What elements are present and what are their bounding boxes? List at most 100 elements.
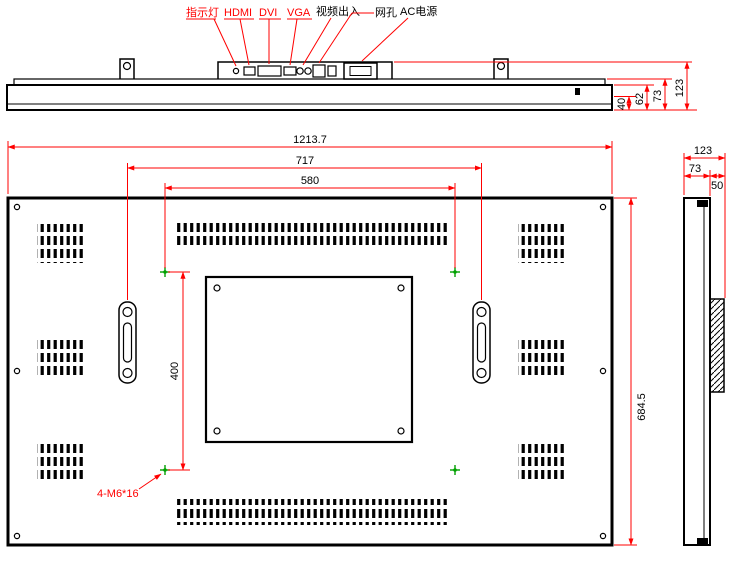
connector-labels: 指示灯 HDMI DVI VGA 视频出入 网孔 AC电源 bbox=[186, 4, 437, 67]
dim-62-value: 62 bbox=[634, 93, 646, 105]
rail-hole-bottom bbox=[476, 367, 487, 379]
mount-rail-right bbox=[472, 301, 491, 384]
plate-screw bbox=[213, 284, 221, 292]
rail-hole-top bbox=[122, 306, 133, 318]
dvi-port bbox=[257, 65, 282, 77]
dim-side-front: 50 bbox=[709, 173, 726, 192]
rail-slot bbox=[122, 322, 133, 363]
side-connector-bump bbox=[709, 298, 725, 393]
side-body bbox=[683, 197, 711, 546]
screw-note: 4-M6*16 bbox=[97, 473, 162, 500]
dim-73: 73 bbox=[607, 78, 672, 111]
dim-side-depth-value: 123 bbox=[694, 145, 712, 157]
leader-line bbox=[289, 18, 298, 66]
usb-port bbox=[327, 65, 337, 77]
rear-view-dimensions: 1213.7 717 580 400 684.5 4-M6 bbox=[7, 134, 648, 546]
lan-port bbox=[312, 64, 326, 78]
corner-screw bbox=[13, 532, 21, 540]
video-jack-1 bbox=[296, 67, 304, 75]
label-dvi: DVI bbox=[259, 7, 281, 64]
label-video-io: 视频出入 bbox=[302, 4, 360, 66]
label-hdmi: HDMI bbox=[224, 7, 254, 66]
side-bottom-block bbox=[697, 538, 708, 545]
lan-label: 网孔 bbox=[375, 6, 397, 19]
vent-left-mid bbox=[37, 337, 85, 376]
dim-side-back: 73 bbox=[683, 163, 711, 196]
rail-slot bbox=[476, 322, 487, 363]
label-lan: 网孔 bbox=[318, 6, 397, 64]
vesa-hole-bottom-right bbox=[450, 465, 460, 475]
corner-screw bbox=[599, 203, 607, 211]
dim-total-width-value: 1213.7 bbox=[293, 134, 327, 146]
vent-left-top bbox=[37, 224, 85, 263]
leader-line bbox=[138, 473, 162, 490]
ac-power-label: AC电源 bbox=[400, 4, 437, 18]
top-view bbox=[6, 58, 613, 111]
leader-line bbox=[361, 17, 409, 62]
leader-line bbox=[318, 12, 353, 64]
corner-screw bbox=[599, 532, 607, 540]
dim-vesa-height-value: 400 bbox=[169, 362, 181, 380]
vent-bottom-strip bbox=[174, 499, 450, 525]
vga-port bbox=[283, 66, 297, 76]
hole-dot bbox=[453, 468, 457, 472]
dim-total-width: 1213.7 bbox=[7, 134, 613, 194]
dim-mount-width-value: 717 bbox=[296, 155, 314, 167]
dim-123-value: 123 bbox=[674, 79, 686, 97]
detail-tick bbox=[575, 88, 580, 95]
top-view-dimensions: 40 62 73 123 bbox=[394, 61, 697, 111]
screw-note-text: 4-M6*16 bbox=[97, 488, 139, 500]
label-vga: VGA bbox=[287, 7, 312, 66]
dim-123-depth: 123 bbox=[394, 61, 692, 111]
top-body bbox=[6, 84, 613, 111]
dim-total-height-value: 684.5 bbox=[636, 393, 648, 421]
label-ac-power: AC电源 bbox=[361, 4, 437, 62]
side-top-block bbox=[697, 200, 708, 207]
dim-mount-width: 717 bbox=[127, 155, 482, 300]
indicator-led bbox=[232, 67, 240, 75]
hanger-hole-left bbox=[122, 61, 132, 71]
dim-73-value: 73 bbox=[652, 90, 664, 102]
dim-side-back-value: 73 bbox=[689, 163, 701, 175]
edge-screw bbox=[599, 367, 607, 375]
plate-screw bbox=[397, 427, 405, 435]
hole-dot bbox=[163, 270, 167, 274]
video-io-label: 视频出入 bbox=[316, 4, 360, 18]
vent-right-top bbox=[518, 224, 566, 263]
leader-line bbox=[213, 18, 237, 67]
ac-inlet-inner bbox=[349, 66, 372, 76]
hole-dot bbox=[453, 270, 457, 274]
dim-40: 40 bbox=[614, 96, 636, 111]
hole-dot bbox=[163, 468, 167, 472]
vent-right-mid bbox=[518, 337, 566, 376]
dim-vesa-width-value: 580 bbox=[301, 175, 319, 187]
plate-screw bbox=[213, 427, 221, 435]
video-jack-2 bbox=[304, 67, 312, 75]
dim-40-value: 40 bbox=[616, 98, 628, 110]
side-view bbox=[683, 197, 725, 546]
mount-rail-left bbox=[118, 301, 137, 384]
leader-line bbox=[302, 17, 332, 66]
vent-top-strip bbox=[174, 221, 450, 247]
rear-view bbox=[6, 196, 614, 547]
hdmi-port bbox=[243, 66, 256, 76]
dim-vesa-width: 580 bbox=[164, 175, 456, 268]
dvi-label: DVI bbox=[259, 7, 277, 19]
hanger-hole-right bbox=[496, 61, 506, 71]
indicator-label: 指示灯 bbox=[186, 5, 219, 19]
vent-left-bottom bbox=[37, 443, 85, 482]
dim-vesa-height: 400 bbox=[168, 271, 190, 471]
center-plate bbox=[204, 275, 414, 444]
hdmi-label: HDMI bbox=[224, 7, 252, 19]
dim-side-front-value: 50 bbox=[711, 180, 723, 192]
side-view-dimensions: 123 73 50 bbox=[683, 145, 726, 298]
vent-right-bottom bbox=[518, 443, 566, 482]
plate-screw bbox=[397, 284, 405, 292]
vesa-hole-top-right bbox=[450, 267, 460, 277]
rail-hole-bottom bbox=[122, 367, 133, 379]
rail-hole-top bbox=[476, 306, 487, 318]
corner-screw bbox=[13, 203, 21, 211]
edge-screw bbox=[13, 367, 21, 375]
dim-total-height: 684.5 bbox=[614, 197, 648, 546]
